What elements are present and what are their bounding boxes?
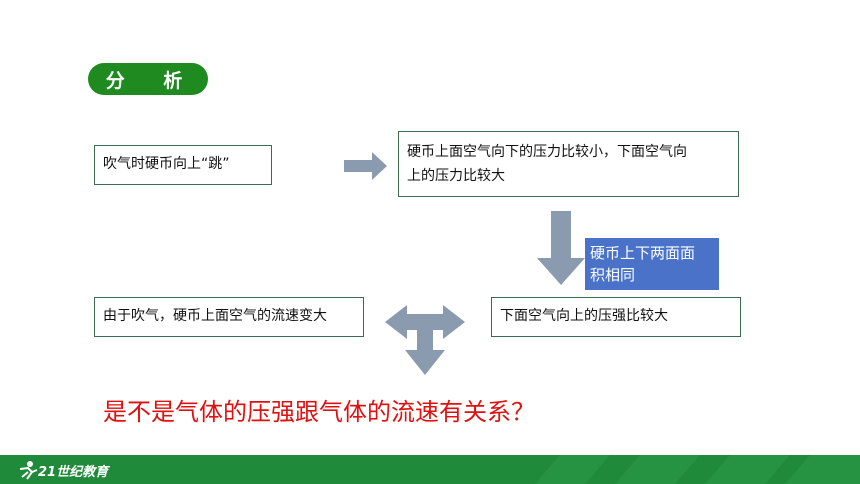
flow-speed-box: 由于吹气，硬币上面空气的流速变大: [94, 297, 364, 337]
flow-arrows: [344, 152, 585, 375]
blow-coin-jump-text: 吹气时硬币向上“跳”: [103, 156, 230, 172]
lower-pressure-box: 下面空气向上的压强比较大: [491, 297, 741, 337]
equal-area-note-line2: 积相同: [590, 266, 636, 284]
equal-area-note-line1: 硬币上下两面面: [590, 244, 696, 262]
question-text: 是不是气体的压强跟气体的流速有关系？: [103, 398, 535, 426]
footer-logo-text: 21世纪教育: [38, 465, 109, 480]
tee-double-arrow: [385, 305, 465, 375]
down-arrow: [537, 211, 585, 285]
footer-stripes: [19, 455, 860, 484]
analysis-badge: 分 析: [88, 63, 208, 95]
runner-icon: [19, 461, 38, 480]
flow-speed-text: 由于吹气，硬币上面空气的流速变大: [103, 308, 327, 324]
pressure-comparison-box: 硬币上面空气向下的压力比较小，下面空气向 上的压力比较大: [398, 131, 739, 197]
lower-pressure-text: 下面空气向上的压强比较大: [500, 308, 668, 324]
right-arrow: [344, 152, 387, 180]
footer-bar: 21世纪教育: [0, 455, 860, 484]
equal-area-note: 硬币上下两面面 积相同: [585, 238, 719, 290]
blow-coin-jump-box: 吹气时硬币向上“跳”: [94, 145, 272, 185]
pressure-comparison-line2: 上的压力比较大: [407, 168, 505, 184]
pressure-comparison-line1: 硬币上面空气向下的压力比较小，下面空气向: [407, 144, 687, 160]
